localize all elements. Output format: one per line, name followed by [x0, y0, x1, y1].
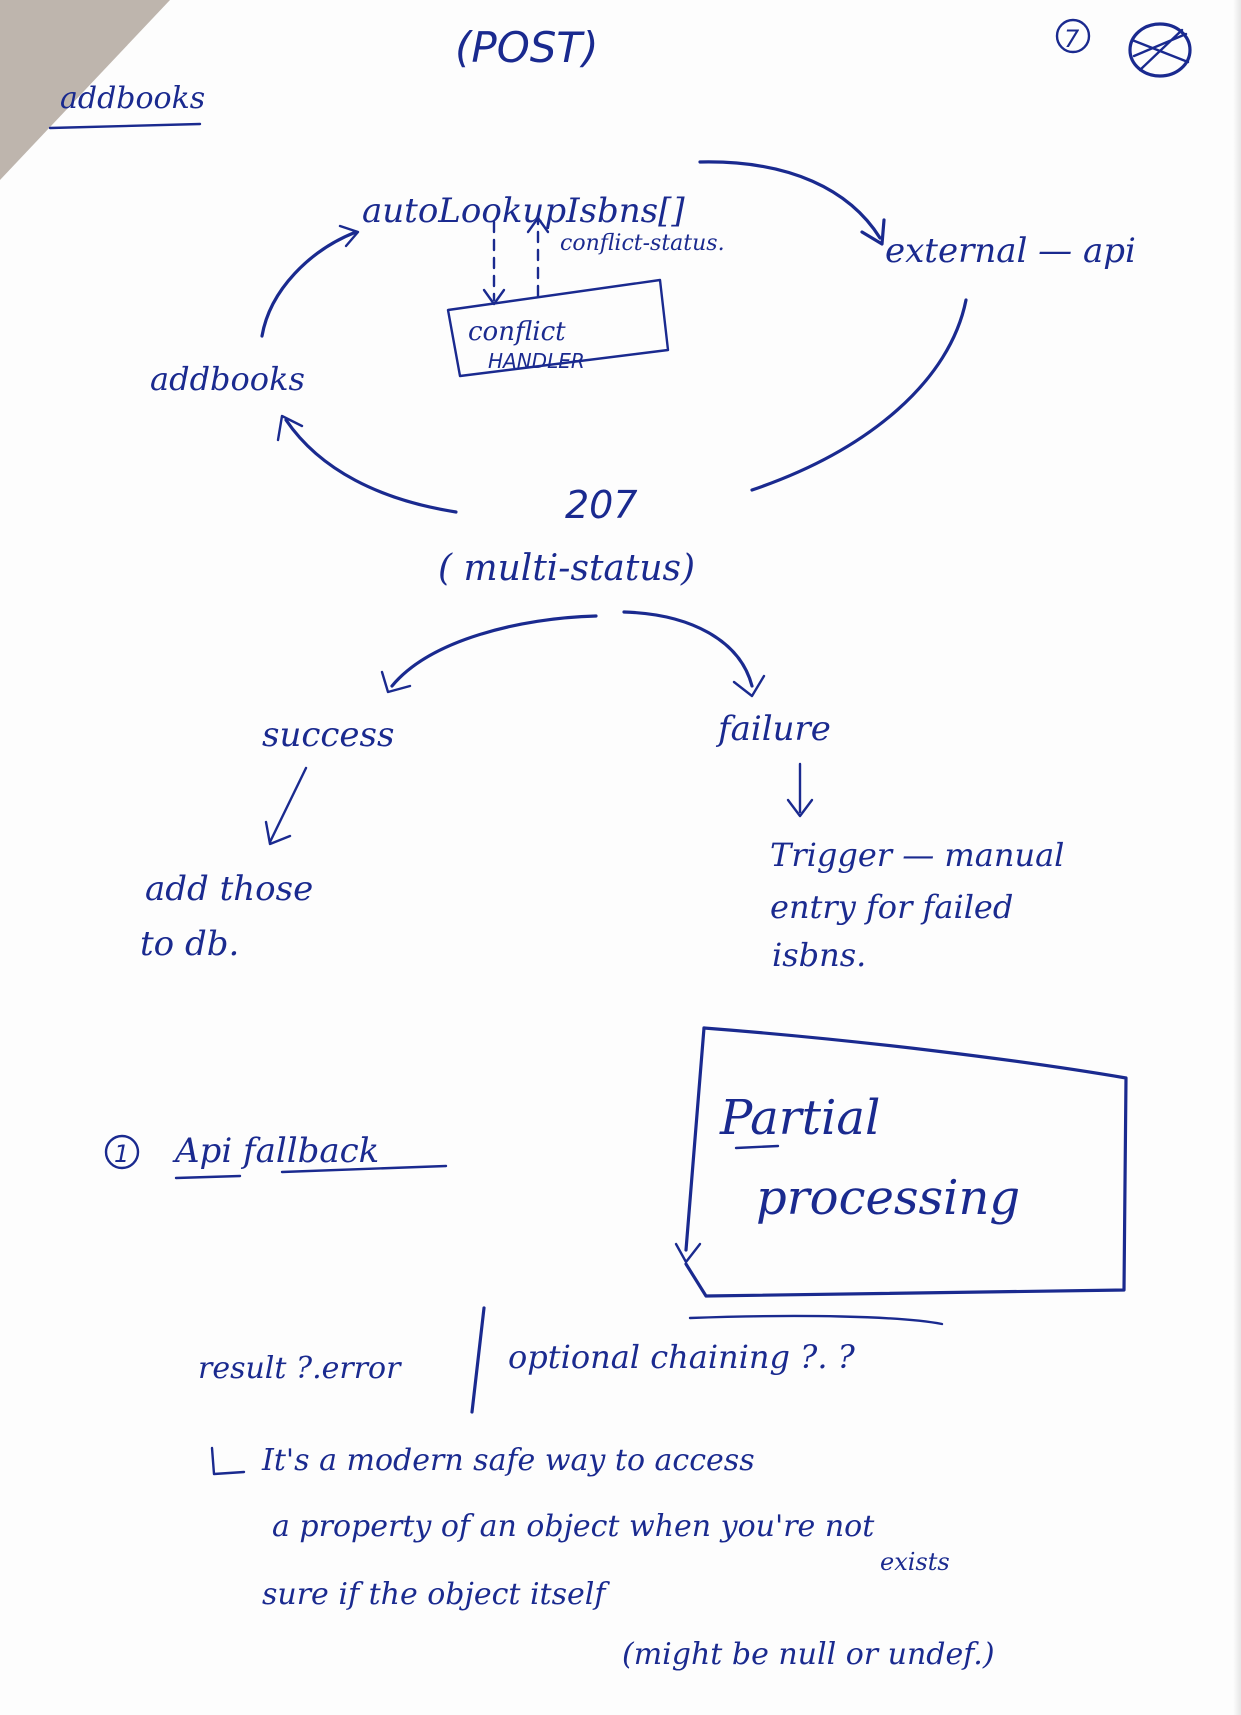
scribble-icon — [1128, 22, 1192, 78]
arrow-to-success — [390, 614, 598, 688]
result-error-label: result ?.error — [198, 1351, 402, 1386]
arrow-success-to-db — [268, 766, 308, 844]
arrow-to-failure — [622, 610, 754, 688]
trigger-line2: entry for failed — [770, 888, 1013, 926]
conflict-status-label: conflict-status. — [560, 231, 725, 256]
arrowhead-lookup — [338, 224, 360, 248]
add-to-db-line2: to db. — [140, 924, 239, 964]
partial-box-arrowhead — [674, 1242, 702, 1264]
add-to-db-line1: add those — [145, 869, 313, 909]
api-fallback-label: Api fallback — [172, 1131, 379, 1171]
arrow-207-to-addbooks — [284, 418, 458, 514]
add-books-label: addbooks — [150, 360, 305, 398]
failure-label: failure — [715, 709, 831, 749]
page-corner-shadow — [0, 0, 170, 180]
conflict-handler-box — [446, 278, 670, 378]
partial-line1: Partial — [719, 1090, 880, 1146]
divider-slash — [470, 1306, 486, 1414]
partial-line2: processing — [756, 1170, 1020, 1226]
optional-chaining-overline — [688, 1314, 944, 1326]
external-api-label: external — api — [885, 231, 1136, 271]
arrowhead-failure — [732, 674, 766, 698]
explanation-line2: a property of an object when you're not — [272, 1509, 875, 1544]
top-left-underline — [48, 122, 202, 130]
arrowhead-db — [264, 820, 292, 846]
arrowhead-external-api — [860, 218, 886, 246]
page-number-badge: 7 — [1055, 18, 1192, 78]
explanation-line1: It's a modern safe way to access — [261, 1443, 755, 1478]
trigger-line3: isbns. — [772, 936, 866, 974]
status-code: 207 — [565, 483, 638, 527]
arrow-addbooks-to-lookup — [260, 230, 358, 338]
note-item-1: 1 Api fallback — [104, 1131, 448, 1180]
auto-lookup-label: autoLookupIsbns[] — [362, 191, 685, 231]
page-right-edge — [1233, 0, 1241, 1715]
multi-status-label: ( multi-status) — [438, 548, 695, 589]
header-title: (POST) — [455, 23, 598, 72]
explanation-line3-extra: exists — [880, 1548, 950, 1576]
partial-box-left-edge — [684, 1026, 706, 1252]
trigger-line1: Trigger — manual — [770, 836, 1064, 874]
optional-chaining-label: optional chaining ?. ? — [508, 1338, 856, 1376]
arrowhead-success — [380, 670, 412, 694]
conflict-handler-line2: HANDLER — [488, 349, 585, 373]
explanation-line3: sure if the object itself — [262, 1577, 610, 1612]
bullet-arrow-icon — [210, 1446, 246, 1476]
page-number: 7 — [1064, 25, 1080, 53]
api-fallback-underline — [174, 1164, 448, 1180]
arrowhead-trigger — [786, 798, 814, 818]
explanation-line4: (might be null or undef.) — [622, 1637, 995, 1672]
partial-processing-box — [684, 1026, 1128, 1298]
arrow-external-to-207 — [750, 298, 968, 492]
conflict-handler-line1: conflict — [468, 317, 566, 347]
arrowhead-up — [526, 216, 550, 234]
note-item-number: 1 — [114, 1140, 129, 1168]
success-label: success — [262, 715, 394, 755]
arrowhead-addbooks — [276, 414, 304, 442]
arrow-to-external-api — [698, 160, 882, 240]
top-left-fragment: addbooks — [60, 81, 205, 116]
